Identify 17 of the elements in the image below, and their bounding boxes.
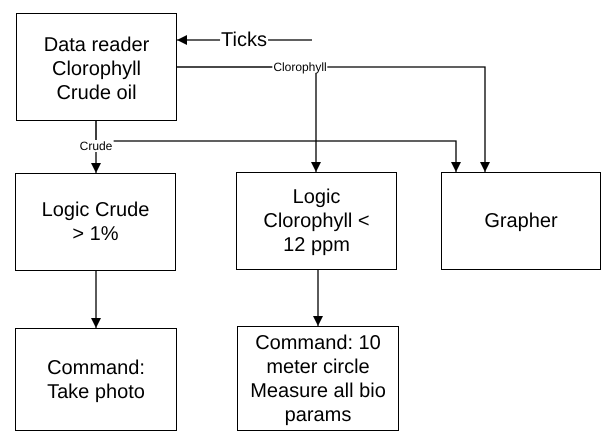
box-text: Grapher	[484, 209, 558, 233]
process-box	[441, 172, 601, 270]
box-text: Command: Take photo	[46, 356, 146, 404]
process-box	[16, 13, 177, 121]
arrow	[91, 271, 101, 328]
process-box	[236, 172, 397, 270]
edge-label: Crude	[78, 140, 114, 152]
process-box	[15, 173, 176, 271]
edge-label: Clorophyll	[272, 61, 328, 73]
arrow	[313, 270, 323, 326]
box-text: Command: 10 meter circle Measure all bio params	[249, 330, 387, 426]
arrow	[95, 121, 461, 172]
box-text: Logic Crude > 1%	[40, 198, 150, 246]
box-text: Logic Clorophyll < 12 ppm	[262, 185, 371, 257]
process-box	[237, 326, 399, 431]
process-box	[15, 328, 177, 431]
box-text: Data reader Clorophyll Crude oil	[42, 33, 150, 105]
